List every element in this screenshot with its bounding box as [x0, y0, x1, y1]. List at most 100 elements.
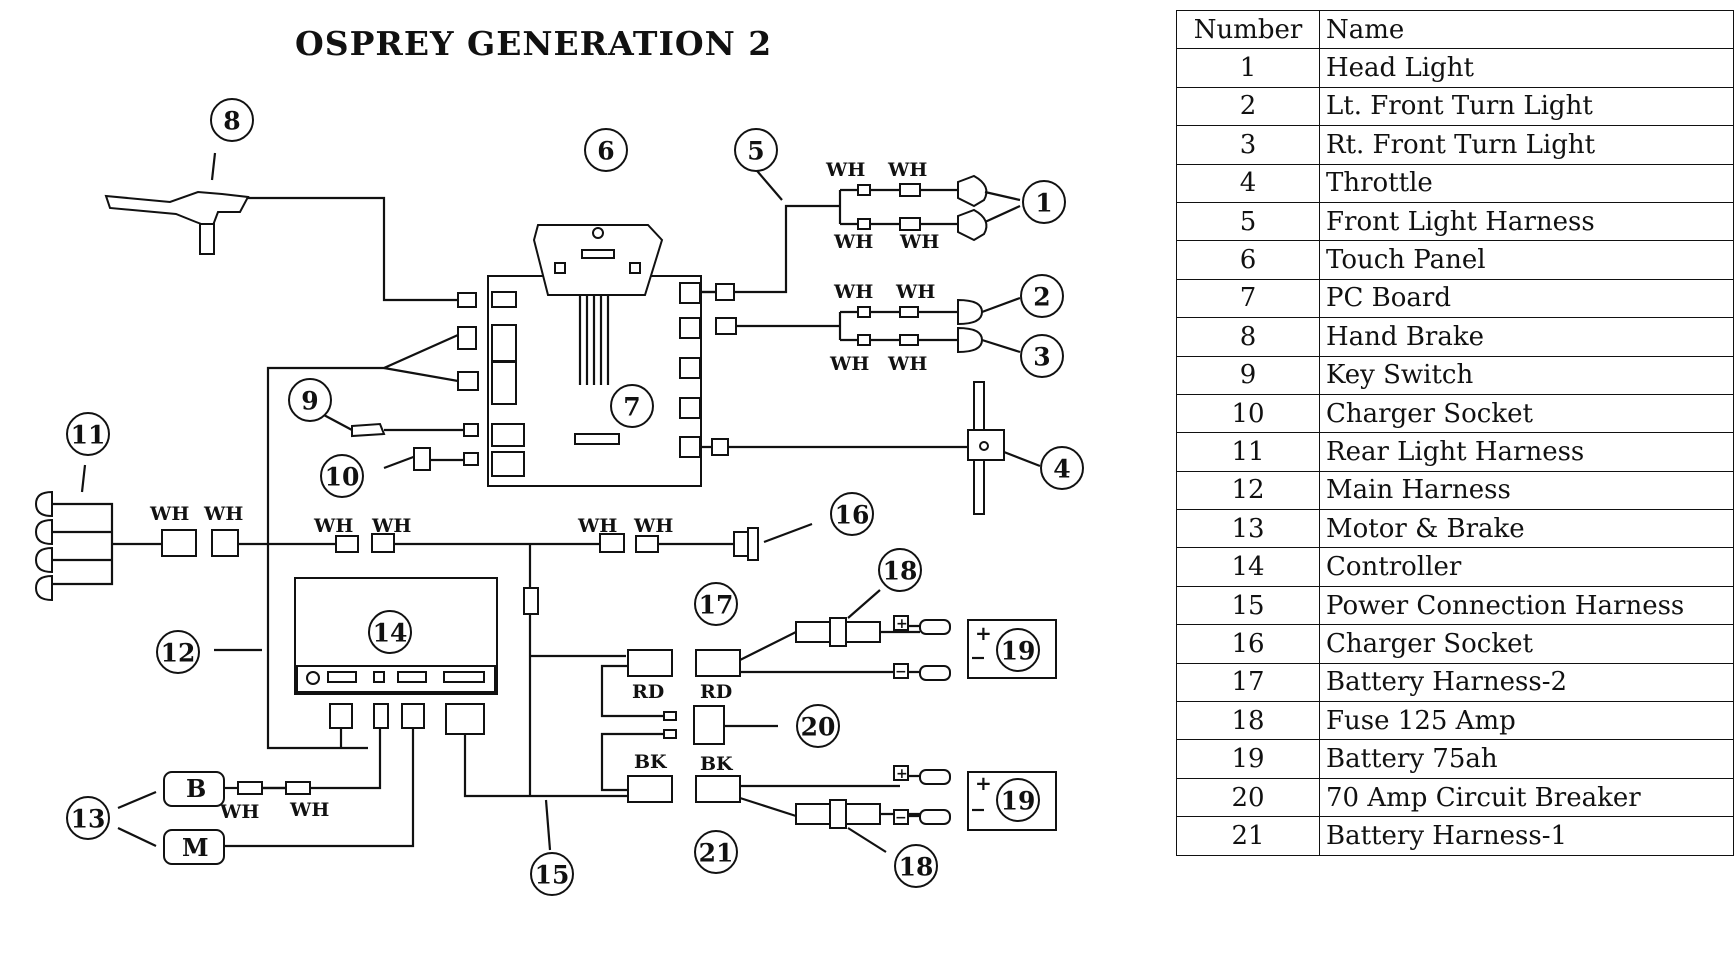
legend-number: 10 [1176, 393, 1320, 434]
wire-label: WH [289, 799, 329, 821]
legend-header-name: Name [1319, 9, 1734, 50]
callout-4: 4 [1053, 455, 1070, 484]
legend-header-number: Number [1176, 9, 1320, 50]
wire-label: WH [887, 353, 927, 375]
callout-14: 14 [373, 619, 408, 648]
key-switch [351, 422, 386, 438]
callout-5: 5 [747, 137, 764, 166]
wire-label: WH [833, 231, 873, 253]
wire-label: WH [149, 503, 189, 525]
terminal-minus: − [895, 664, 907, 680]
wiring-diagram: WH WH WH WH WH WH WH WH WH WH WH WH WH W… [34, 98, 1084, 896]
legend-name: Hand Brake [1319, 317, 1734, 357]
callout-19-top: 19 [1001, 637, 1036, 666]
terminal-minus: − [895, 810, 907, 826]
callout-3: 3 [1033, 343, 1050, 372]
legend-number: 14 [1176, 547, 1320, 587]
legend-number: 9 [1176, 355, 1320, 395]
callout-13: 13 [71, 805, 106, 834]
legend-name: PC Board [1319, 278, 1734, 319]
legend-number: 18 [1176, 701, 1320, 741]
legend-number: 17 [1176, 662, 1320, 703]
wire-label: RD [632, 681, 664, 703]
legend-name: Rt. Front Turn Light [1319, 125, 1734, 165]
callout-12: 12 [161, 639, 196, 668]
legend-number: 3 [1176, 125, 1320, 165]
legend-name: Front Light Harness [1319, 201, 1734, 242]
legend-number: 5 [1176, 201, 1320, 242]
diagram-title: OSPREY GENERATION 2 [295, 24, 773, 63]
legend-name: Key Switch [1319, 355, 1734, 395]
callout-17: 17 [699, 591, 734, 620]
wire-label: WH [219, 801, 259, 823]
legend-number: 6 [1176, 240, 1320, 280]
legend-number: 21 [1176, 816, 1320, 856]
legend-name: Motor & Brake [1319, 509, 1734, 549]
circuit-breaker [693, 705, 725, 745]
callout-19-bottom: 19 [1001, 787, 1036, 816]
callout-15: 15 [535, 861, 570, 890]
callout-10: 10 [325, 463, 360, 492]
callout-1: 1 [1035, 189, 1052, 218]
legend-name: Battery 75ah [1319, 739, 1734, 779]
legend-number: 4 [1176, 163, 1320, 203]
terminal-plus: + [896, 616, 908, 632]
battery-plus: + [975, 621, 992, 645]
wire-label: WH [825, 159, 865, 181]
touch-panel-ribbon [578, 295, 610, 385]
legend-name: Fuse 125 Amp [1319, 701, 1734, 741]
wire-label: WH [371, 515, 411, 537]
legend-name: Charger Socket [1319, 393, 1734, 434]
legend-name: Rear Light Harness [1319, 432, 1734, 472]
callouts: 1 2 3 4 5 6 7 8 9 10 11 12 13 14 15 16 1… [66, 98, 1084, 896]
wire-label: WH [899, 231, 939, 253]
callout-8: 8 [223, 107, 240, 136]
wire-label: WH [313, 515, 353, 537]
legend-number: 15 [1176, 585, 1320, 626]
callout-2: 2 [1033, 283, 1050, 312]
legend-number: 20 [1176, 777, 1320, 818]
legend-name: Lt. Front Turn Light [1319, 86, 1734, 127]
legend-number: 12 [1176, 470, 1320, 511]
callout-16: 16 [835, 501, 870, 530]
legend-name: Head Light [1319, 48, 1734, 88]
legend-number: 7 [1176, 278, 1320, 319]
callout-7: 7 [623, 393, 640, 422]
legend-number: 19 [1176, 739, 1320, 779]
motor-label: M [182, 833, 209, 862]
callout-20: 20 [801, 713, 836, 742]
callout-9: 9 [301, 387, 318, 416]
wire-label: WH [577, 515, 617, 537]
wire-label: WH [203, 503, 243, 525]
terminal-plus: + [896, 766, 908, 782]
legend-number: 8 [1176, 317, 1320, 357]
charger-socket-10 [413, 447, 431, 471]
wire-label: WH [829, 353, 869, 375]
callout-18-top: 18 [883, 557, 918, 586]
legend-number: 2 [1176, 86, 1320, 127]
wire-label: RD [700, 681, 732, 703]
wire-label: WH [633, 515, 673, 537]
legend-name: Power Connection Harness [1319, 585, 1734, 626]
head-light-right [957, 208, 988, 242]
touch-panel [532, 224, 664, 296]
legend-name: Controller [1319, 547, 1734, 587]
hand-brake [104, 190, 250, 230]
legend-number: 11 [1176, 432, 1320, 472]
wire-label: WH [887, 159, 927, 181]
